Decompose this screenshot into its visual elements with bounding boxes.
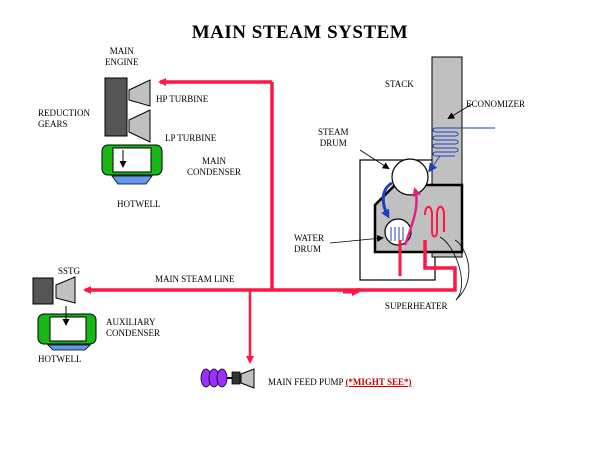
sstg-label: SSTG [58, 266, 81, 276]
main-feed-pump-note: (*MIGHT SEE*) [345, 377, 412, 387]
hp-turbine [128, 79, 151, 107]
superheater-coil [424, 205, 445, 238]
main-feed-pump [200, 368, 255, 389]
sstg-turbine [55, 276, 76, 304]
hp-turbine-label: HP TURBINE [156, 94, 209, 104]
main-hotwell-label: HOTWELL [117, 199, 161, 209]
sstg-generator [32, 277, 54, 305]
stack-label: STACK [385, 79, 414, 89]
main-feed-pump-label: MAIN FEED PUMP (*MIGHT SEE*) [268, 377, 412, 388]
auxiliary-hotwell-label: HOTWELL [38, 354, 82, 364]
lp-turbine-label: LP TURBINE [165, 133, 217, 143]
main-condenser-label: MAIN CONDENSER [187, 156, 242, 177]
diagram-title: MAIN STEAM SYSTEM [191, 22, 409, 43]
reduction-gears-label: REDUCTION GEARS [38, 108, 90, 129]
auxiliary-condenser [37, 306, 97, 345]
boiler-furnace [373, 183, 464, 254]
lp-turbine [128, 109, 151, 143]
water-drum [384, 218, 412, 246]
steam-drum-label: STEAM DRUM [318, 127, 349, 148]
reduction-gears [104, 77, 128, 137]
main-steam-line [83, 78, 457, 364]
main-feed-pump-text: MAIN FEED PUMP [268, 377, 344, 387]
main-engine-label: MAIN ENGINE [105, 46, 139, 67]
main-hotwell [111, 175, 153, 185]
steam-drum [391, 158, 429, 196]
main-condenser [101, 144, 163, 176]
economizer-coil [428, 127, 495, 173]
economizer-label: ECONOMIZER [466, 99, 525, 109]
downcomer-arrow [381, 181, 393, 219]
auxiliary-condenser-label: AUXILIARY CONDENSER [106, 317, 161, 338]
main-steam-line-label: MAIN STEAM LINE [155, 274, 235, 284]
superheater-label: SUPERHEATER [385, 301, 448, 311]
riser-arrow [403, 187, 422, 246]
leader-lines [329, 103, 473, 301]
water-drum-label: WATER DRUM [294, 233, 324, 254]
auxiliary-hotwell [47, 344, 91, 351]
